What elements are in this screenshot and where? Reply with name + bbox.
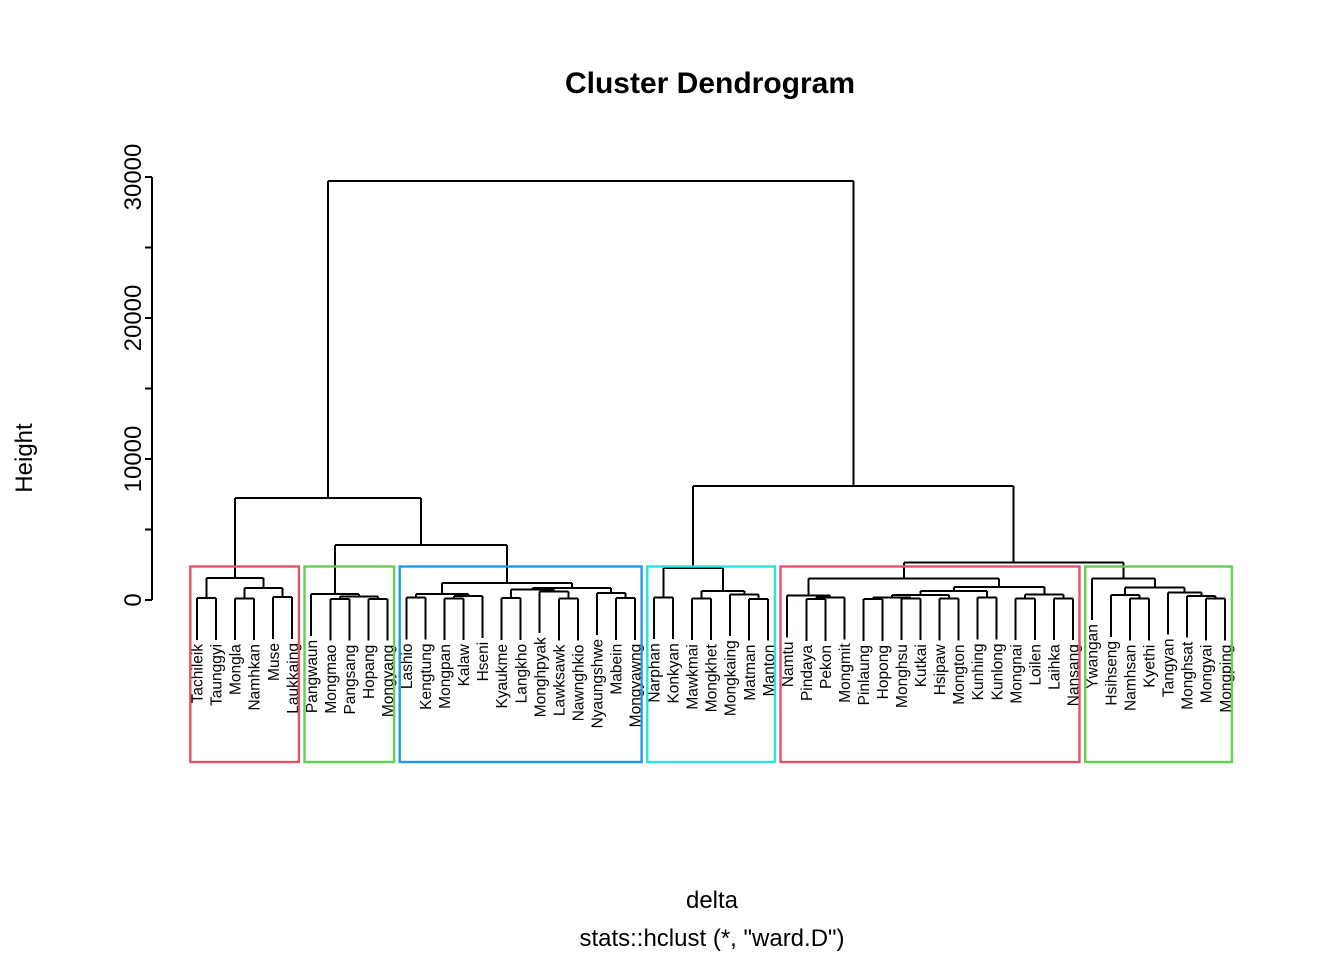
leaf-label: Mongkhet (704, 643, 721, 712)
leaf-label: Monghpyak (532, 637, 549, 717)
leaf-label: Kunhing (970, 643, 987, 700)
leaf-label: Mongton (951, 644, 968, 704)
chart-title: Cluster Dendrogram (565, 67, 855, 100)
leaf-label: Mongyawng (628, 644, 645, 728)
leaf-label: Kunlong (989, 643, 1006, 700)
y-axis: 0 10000 20000 30000 (120, 144, 153, 607)
leaf-label: Hsihseng (1104, 641, 1121, 706)
leaf-label: Tachileik (190, 644, 207, 704)
leaf-label: Pinlaung (856, 645, 873, 705)
cluster-box (189, 565, 301, 764)
leaf-label: Nyaungshwe (589, 639, 606, 729)
leaf-label: Pekon (818, 645, 835, 689)
leaf-label: Hsipaw (932, 644, 949, 696)
leaf-label: Kengtung (418, 643, 435, 709)
leaf-label: Mongyang (380, 645, 397, 717)
leaf-label: Namhkan (247, 644, 264, 710)
leaf-label: Hseni (475, 642, 492, 682)
y-axis-tick-label: 0 (120, 593, 147, 606)
leaf-label: Kyethi (1142, 645, 1159, 688)
leaf-label: Mongmit (837, 643, 854, 703)
leaf-label: Pindaya (799, 645, 816, 701)
leaf-label: Pangsang (342, 645, 359, 715)
leaf-label: Mongla (228, 644, 245, 695)
subtitle-hclust-call: stats::hclust (*, "ward.D") (579, 925, 844, 952)
leaf-label: Matman (742, 645, 759, 701)
leaf-label: Hopang (361, 645, 378, 699)
leaf-label: Namhsan (1123, 645, 1140, 711)
leaf-label: Mabein (608, 644, 625, 695)
leaf-label: Mongkaing (723, 640, 740, 716)
leaf-label: Monghsat (1180, 641, 1197, 710)
leaf-label: Kyaukme (494, 644, 511, 709)
dendrogram-tree (196, 180, 1227, 642)
leaf-label: Lawksawk (551, 644, 568, 716)
leaf-label: Mongpan (437, 644, 454, 709)
leaf-label: Nawnghkio (570, 645, 587, 722)
leaf-label: Pangwaun (304, 640, 321, 713)
leaf-label: Mongping (1218, 645, 1235, 713)
cluster-box (1083, 565, 1234, 764)
cluster-box (646, 565, 777, 764)
leaf-label: Muse (266, 643, 283, 681)
leaf-label: Manton (761, 645, 778, 697)
y-axis-tick-label: 30000 (120, 144, 147, 211)
leaf-label: Nansang (1065, 644, 1082, 706)
leaf-label: Namtu (780, 642, 797, 688)
leaf-label: Mongyai (1199, 645, 1216, 704)
leaf-label: Laukkaing (285, 643, 302, 714)
cluster-box (398, 565, 643, 764)
leaf-label: Taunggyi (209, 644, 226, 706)
y-axis-tick-label: 10000 (120, 426, 147, 493)
y-axis-label: Height (11, 423, 38, 493)
leaf-label: Monghsu (894, 644, 911, 708)
leaf-label: Kalaw (456, 643, 473, 686)
leaf-label: Lashio (399, 643, 416, 689)
leaf-label: Loilen (1027, 644, 1044, 685)
leaf-label: Narphan (647, 643, 664, 702)
y-axis-tick-label: 20000 (120, 285, 147, 352)
x-axis-label: delta (686, 887, 739, 914)
leaf-label: Kutkai (913, 644, 930, 687)
leaf-label: Ywangan (1084, 624, 1101, 689)
cluster-boxes (189, 565, 1234, 764)
leaf-label: Mongnai (1008, 644, 1025, 703)
leaf-label: Laihka (1046, 644, 1063, 690)
leaf-label: Mawkmai (685, 644, 702, 709)
leaf-label: Mongmao (323, 645, 340, 714)
leaf-label: Hopong (875, 645, 892, 699)
leaf-label: Konkyan (666, 643, 683, 703)
leaf-label: Langkho (513, 644, 530, 703)
cluster-box (779, 565, 1081, 764)
leaf-label: Tangyan (1161, 639, 1178, 698)
cluster-box (303, 565, 396, 764)
